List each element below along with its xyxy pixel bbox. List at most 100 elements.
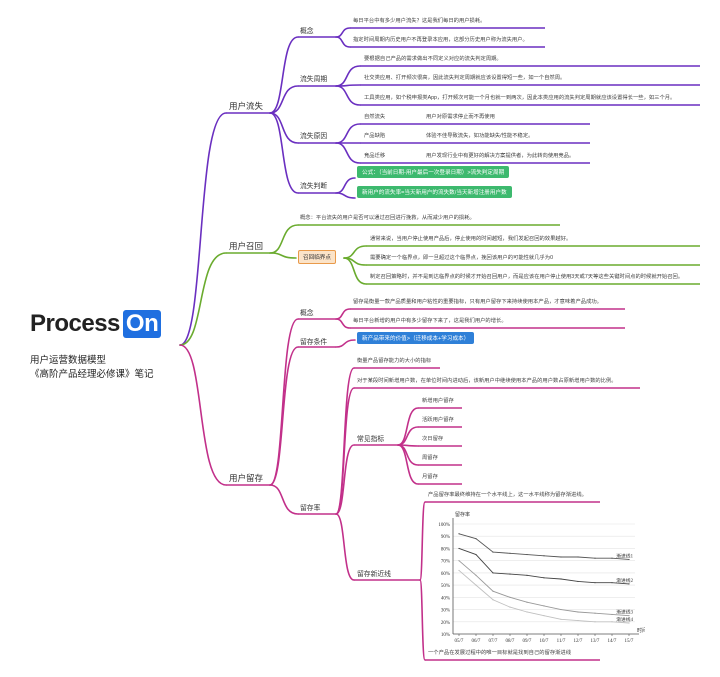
y-axis-label: 留存率 [455,511,470,518]
metric-item: 次日留存 [422,436,444,442]
loss-judge-node[interactable]: 流失判断 [300,183,328,190]
data-point [475,553,477,556]
logo-text: Process [30,310,120,337]
series-line [458,560,630,617]
branch-link [269,224,299,254]
data-point [458,533,460,535]
y-tick-label: 90% [441,535,450,540]
data-point [492,599,494,601]
data-point [509,552,511,554]
data-point [628,583,630,585]
x-tick-label: 06/7 [472,639,481,644]
data-point [611,582,613,584]
metric-item: 活跃用户留存 [422,417,454,423]
data-point [543,577,545,579]
branch-link [269,484,299,515]
data-point [526,574,528,576]
data-point [560,618,562,620]
x-tick-label: 15/7 [625,639,634,644]
data-point [475,574,477,576]
x-tick-label: 09/7 [523,639,532,644]
series-label: 渐进线3 [616,609,633,616]
recall-item: 通常来说，当用户停止使用产品后，停止使用的时间越短，我们发起召回的效果越好。 [370,236,572,242]
branch-link [335,27,351,38]
series-label: 渐进线1 [616,552,633,559]
recall-threshold-node[interactable]: 召回临界点 [298,250,336,264]
branch-user-retention[interactable]: 用户留存 [229,473,264,483]
metric-item: 新增用户留存 [422,398,454,404]
data-point [628,622,630,624]
reason-name: 产品缺陷 [364,133,386,139]
map-title: 用户运营数据模型 [30,355,107,366]
branch-link [397,426,419,446]
branch-link [335,85,361,106]
branch-link [335,318,351,329]
data-point [492,572,494,574]
reason-name: 竞品迁移 [364,153,386,159]
branch-link [343,257,367,285]
x-axis-label: 时间 [637,627,645,634]
reason-name: 自然流失 [364,114,386,120]
data-point [458,547,460,550]
retention-condition-node[interactable]: 留存条件 [300,339,328,346]
loss-cycle-node[interactable]: 流失周期 [300,76,328,83]
x-tick-label: 08/7 [506,639,515,644]
data-point [492,551,494,553]
x-tick-label: 13/7 [591,639,600,644]
branch-link [335,513,355,581]
retention-concept-item: 每日平台新增的用户中有多少留存下来了，这是我们用户的增长。 [353,318,507,324]
logo-on-badge: On [122,310,162,338]
loss-reasons-node[interactable]: 流失原因 [300,133,328,140]
data-point [526,553,528,556]
branch-link [343,245,367,259]
data-point [594,557,596,559]
retention-curve-node[interactable]: 留存新近线 [357,571,391,578]
retention-concept-node[interactable]: 概念 [300,310,314,317]
loss-concept-node[interactable]: 概念 [300,28,314,35]
metric-item: 周留存 [422,455,438,461]
data-point [543,555,545,557]
data-point [560,608,562,611]
retention-rate-node[interactable]: 留存率 [300,505,321,512]
data-point [475,584,477,586]
loss-rate-formula-chip: 新用户的流失率=当天新用户的流失数/当天新增注册用户数 [357,186,512,198]
data-point [577,611,579,613]
branch-link [179,344,227,486]
x-tick-label: 10/7 [540,639,549,644]
data-point [577,556,579,558]
y-tick-label: 20% [441,621,450,626]
branch-link [179,252,227,346]
branch-link [397,444,419,485]
y-tick-label: 100% [438,523,450,528]
data-point [577,619,579,622]
data-point [475,538,477,540]
data-point [509,573,511,575]
reason-desc: 用户对原需求停止而不再使用 [426,114,495,120]
branch-link [419,501,426,581]
branch-link [397,407,419,446]
metric-item: 月留存 [422,474,438,480]
data-point [628,615,630,617]
data-point [492,590,494,592]
branch-link [179,112,227,346]
series-line [458,548,630,585]
data-point [526,601,528,603]
x-tick-label: 12/7 [574,639,583,644]
y-tick-label: 10% [441,633,450,638]
data-point [594,612,596,614]
reason-desc: 用户发现行业中有更好的解决方案提供者，为此转向使用竞品。 [426,153,575,159]
common-metrics-node[interactable]: 常见指标 [357,436,385,443]
branch-link [269,112,299,144]
loss-cycle-item: 要根据自己产品的需求做出不同定义对应的流失判定周期。 [364,56,502,62]
branch-link [335,192,356,199]
loss-cycle-item: 社交类应用、打开频次很高，因此流失判定周期就应该设置得短一些，如一个自然周。 [364,75,566,81]
x-tick-label: 07/7 [489,639,498,644]
branch-user-loss[interactable]: 用户流失 [229,101,264,111]
loss-concept-item: 每日平台中有多少用户流失？这是我们每日的用户损耗。 [353,18,486,24]
branch-user-recall[interactable]: 用户召回 [229,241,264,251]
data-point [560,578,562,580]
data-point [611,613,613,616]
data-point [458,560,460,562]
